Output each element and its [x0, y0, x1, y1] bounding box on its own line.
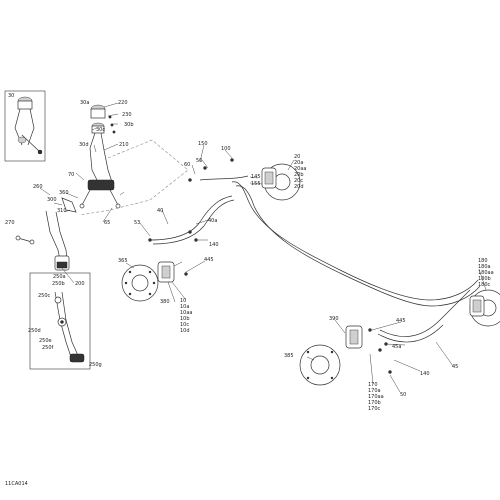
label-180aa: 180aa — [478, 270, 494, 276]
label-385: 385 — [284, 353, 294, 359]
label-20b: 20b — [294, 172, 304, 178]
label-10aa: 10aa — [180, 310, 193, 316]
label-445a: 445 — [204, 257, 214, 263]
label-30b: 30b — [124, 122, 134, 128]
label-20a: 20a — [294, 160, 303, 166]
label-140a: 140 — [209, 242, 219, 248]
label-260: 260 — [33, 184, 43, 190]
label-250a: 250a — [53, 274, 66, 280]
label-70: 70 — [68, 172, 74, 178]
label-210: 210 — [119, 142, 129, 148]
label-50: 50 — [196, 158, 202, 164]
label-50b: 50 — [400, 392, 406, 398]
label-170: 170 — [368, 382, 378, 388]
label-20: 20 — [294, 154, 300, 160]
label-45a: 45a — [392, 344, 401, 350]
label-180a: 180a — [478, 264, 491, 270]
label-30c: 30c — [96, 127, 105, 133]
label-40a: 40a — [208, 218, 217, 224]
label-10: 10 — [180, 298, 186, 304]
label-170aa: 170aa — [368, 394, 384, 400]
label-170c: 170c — [368, 406, 381, 412]
diagram-code: 11CA014 — [5, 481, 28, 487]
label-100: 100 — [221, 146, 231, 152]
label-270: 270 — [5, 220, 15, 226]
label-155: 155 — [251, 181, 261, 187]
label-230: 230 — [122, 112, 132, 118]
label-220: 220 — [118, 100, 128, 106]
label-380: 380 — [160, 299, 170, 305]
label-250g: 250g — [89, 362, 102, 368]
label-170b: 170b — [368, 400, 381, 406]
label-30a: 30a — [80, 100, 89, 106]
label-20c: 20c — [294, 178, 303, 184]
label-250b: 250b — [52, 281, 65, 287]
master-cylinder-assembly — [79, 104, 125, 209]
leader-lines — [39, 102, 487, 393]
label-300: 300 — [47, 197, 57, 203]
label-360: 360 — [59, 190, 69, 196]
label-40: 40 — [157, 208, 163, 214]
label-10a: 10a — [180, 304, 189, 310]
label-200: 200 — [75, 281, 85, 287]
rear-left-brake — [299, 325, 363, 386]
label-145: 145 — [251, 174, 261, 180]
label-365: 365 — [118, 258, 128, 264]
label-180c: 180c — [478, 282, 491, 288]
label-170a: 170a — [368, 388, 381, 394]
label-140b: 140 — [420, 371, 430, 377]
label-150: 150 — [198, 141, 208, 147]
inset-pedal — [29, 272, 91, 370]
label-20aa: 20aa — [294, 166, 307, 172]
label-53: 53 — [134, 220, 140, 226]
label-445b: 445 — [396, 318, 406, 324]
brake-pedal-assembly — [15, 197, 77, 271]
reference-outline — [79, 139, 189, 216]
label-180: 180 — [478, 258, 488, 264]
label-30d: 30d — [79, 142, 89, 148]
label-10c: 10c — [180, 322, 189, 328]
front-right-brake — [261, 163, 301, 201]
inset-master-cylinder — [4, 90, 46, 162]
label-20d: 20d — [294, 184, 304, 190]
label-10b: 10b — [180, 316, 190, 322]
label-60: 60 — [184, 162, 190, 168]
label-45: 45 — [452, 364, 458, 370]
rear-right-brake — [469, 289, 500, 327]
brake-lines — [149, 175, 481, 343]
label-250d: 250d — [28, 328, 41, 334]
callout-labels: 30 30a 220 230 30b 30c 210 30d 70 260 36… — [5, 93, 494, 412]
label-250c: 250c — [38, 293, 51, 299]
label-65: 65 — [104, 220, 110, 226]
label-10d: 10d — [180, 328, 190, 334]
label-390: 390 — [329, 316, 339, 322]
label-250f: 250f — [42, 345, 54, 351]
label-310: 310 — [57, 208, 67, 214]
label-180b: 180b — [478, 276, 491, 282]
front-left-brake — [121, 261, 183, 302]
label-250e: 250e — [39, 338, 52, 344]
label-30: 30 — [8, 93, 14, 99]
